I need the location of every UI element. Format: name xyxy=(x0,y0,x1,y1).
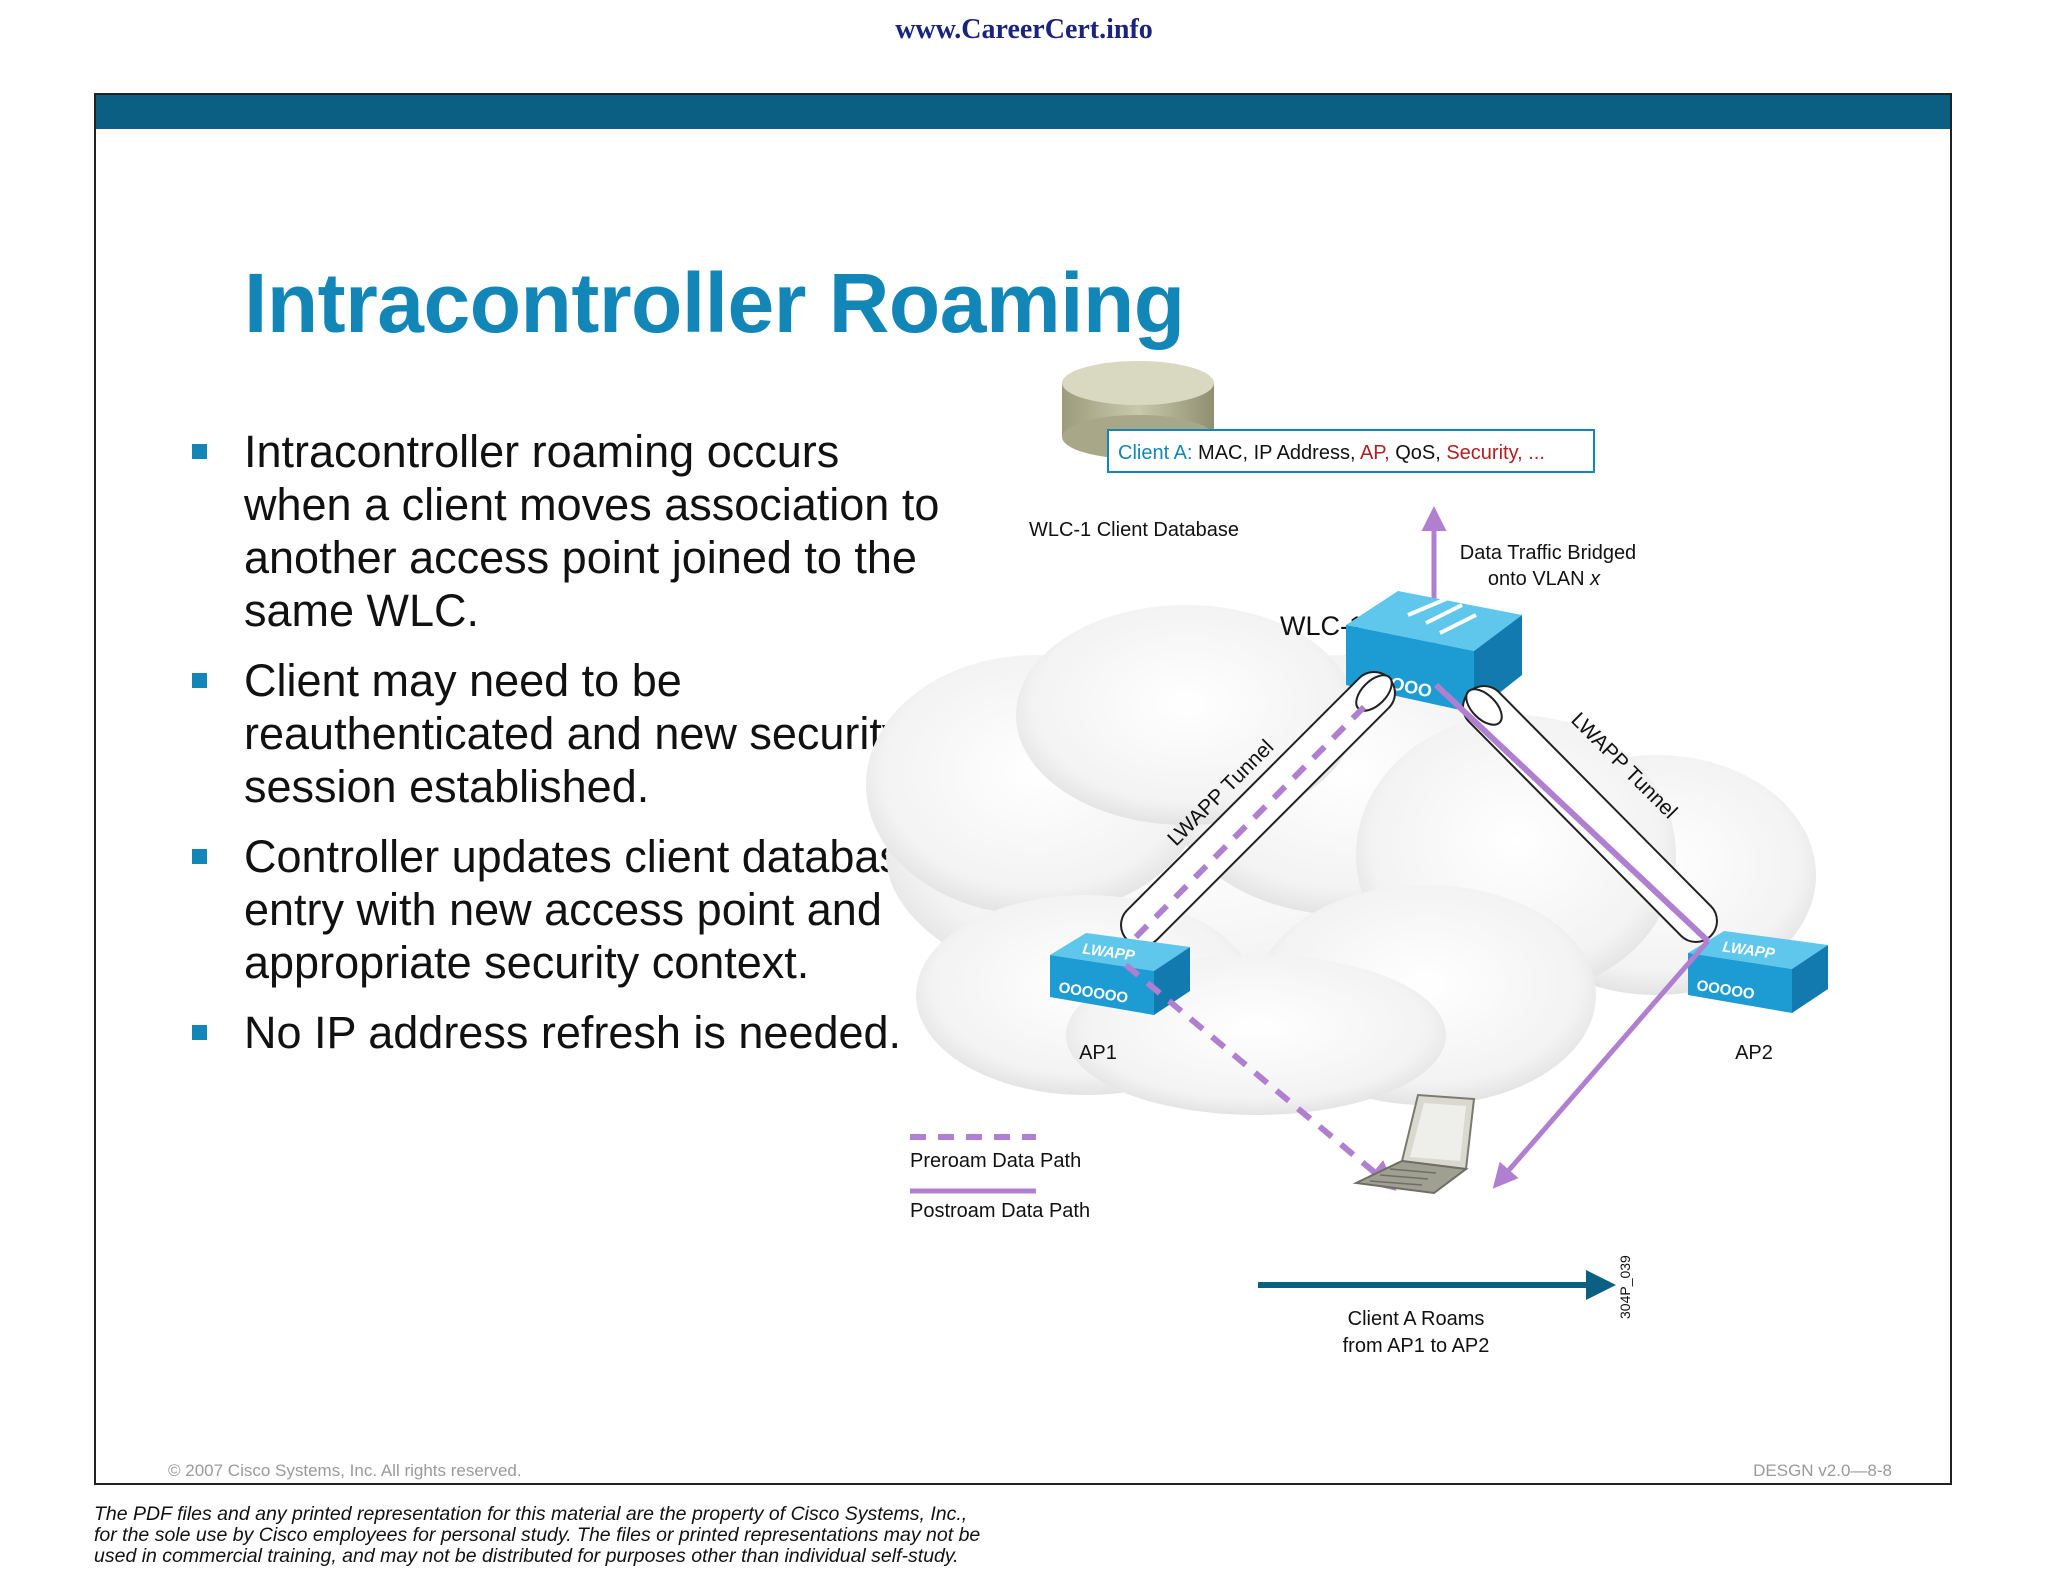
course-code: DESGN v2.0—8-8 xyxy=(1753,1461,1892,1480)
ap2-label: AP2 xyxy=(1735,1042,1773,1064)
database-label: WLC-1 Client Database xyxy=(1029,519,1239,541)
bullet-item: Controller updates client database entry… xyxy=(192,830,952,989)
bullet-item: No IP address refresh is needed. xyxy=(192,1006,952,1059)
bullet-square-icon xyxy=(192,444,207,459)
ap1-label: AP1 xyxy=(1079,1042,1117,1064)
slide-title: Intracontroller Roaming xyxy=(244,256,1185,350)
bridged-label-line1: Data Traffic Bridged xyxy=(1460,542,1636,564)
client-record-box xyxy=(1107,429,1595,473)
bullet-square-icon xyxy=(192,849,207,864)
bullet-text: Client may need to be reauthenticated an… xyxy=(244,655,905,812)
legal-notice-line: for the sole use by Cisco employees for … xyxy=(94,1524,981,1546)
preroam-path-arrow xyxy=(1124,962,1397,1191)
lwapp-tunnel-left xyxy=(1120,671,1396,948)
bullet-square-icon xyxy=(192,673,207,688)
postroam-path-arrow xyxy=(1492,939,1710,1189)
figure-id: 304P_039 xyxy=(1617,1255,1633,1319)
copyright: © 2007 Cisco Systems, Inc. All rights re… xyxy=(168,1461,522,1480)
lwapp-tunnel-right xyxy=(1433,682,1718,944)
legal-notice-line: The PDF files and any printed representa… xyxy=(94,1503,968,1525)
roam-label-line2: from AP1 to AP2 xyxy=(1343,1335,1490,1357)
site-url[interactable]: www.CareerCert.info xyxy=(895,14,1153,45)
bullet-item: Intracontroller roaming occurs when a cl… xyxy=(192,425,952,637)
legend-postroam-label: Postroam Data Path xyxy=(910,1200,1090,1222)
bridged-label-line2: onto VLAN x xyxy=(1488,568,1601,590)
legal-notice: The PDF files and any printed representa… xyxy=(94,1504,1194,1567)
bullet-text: No IP address refresh is needed. xyxy=(244,1007,902,1058)
slide: Intracontroller Roaming Intracontroller … xyxy=(94,93,1952,1485)
legal-notice-line: used in commercial training, and may not… xyxy=(94,1545,959,1567)
roaming-diagram: Client A: MAC, IP Address, AP, QoS, Secu… xyxy=(866,361,1828,1357)
client-record-text: Client A: MAC, IP Address, AP, QoS, Secu… xyxy=(1118,442,1545,464)
laptop-client-icon xyxy=(1352,1093,1476,1195)
network-cloud xyxy=(866,605,1816,1115)
legend-preroam-label: Preroam Data Path xyxy=(910,1150,1081,1172)
bullet-text: Intracontroller roaming occurs when a cl… xyxy=(244,426,940,636)
ap2-access-point-icon: LWAPP OOOOO xyxy=(1688,931,1828,1013)
bullet-text: Controller updates client database entry… xyxy=(244,831,927,988)
bullet-item: Client may need to be reauthenticated an… xyxy=(192,654,952,813)
roam-label-line1: Client A Roams xyxy=(1348,1308,1485,1330)
slide-top-bar xyxy=(96,95,1950,129)
bullet-list: Intracontroller roaming occurs when a cl… xyxy=(192,425,952,1076)
bullet-square-icon xyxy=(192,1025,207,1040)
